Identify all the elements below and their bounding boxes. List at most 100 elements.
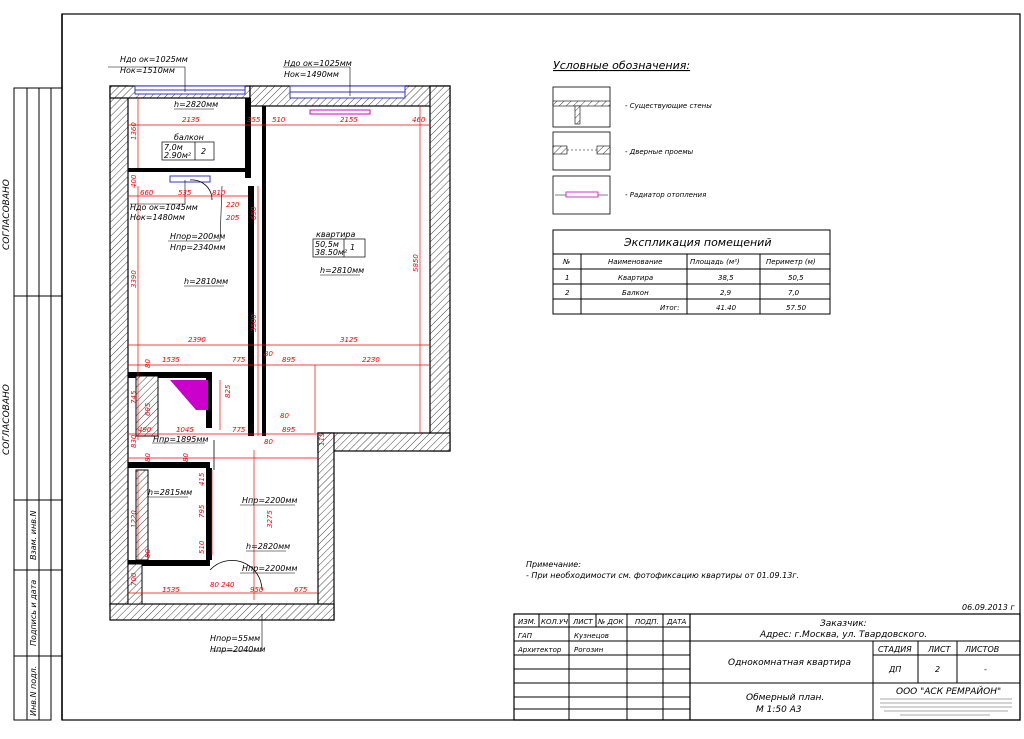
window1-sill: Нок=1510мм (120, 66, 175, 75)
stamp-gap-name: Кузнецов (574, 632, 609, 640)
side-stamp: СОГЛАСОВАНО СОГЛАСОВАНО Взам. инв.N Подп… (2, 87, 62, 721)
exp-r2-no: 2 (565, 289, 570, 297)
stamp-object: Однокомнатная квартира (728, 658, 851, 668)
dim-220: 220 (226, 201, 240, 209)
explication-table: Экспликация помещений № Наименование Пло… (552, 229, 831, 315)
side-inv-orig: Инв.N подл. (29, 666, 38, 716)
window3-sill: Нок=1480мм (130, 213, 185, 222)
door4-height: Hпр=2200мм (242, 564, 297, 573)
stamp-stage-header: СТАДИЯ (878, 645, 912, 654)
stamp-h-doc: № ДОК (597, 618, 624, 626)
side-agreed-2: СОГЛАСОВАНО (2, 384, 12, 455)
dim-950: 950 (250, 586, 264, 594)
dim-490: 490 (138, 426, 152, 434)
leaders (108, 66, 351, 652)
exp-r1-name: Квартира (618, 274, 653, 282)
dim-80-240: 80 240 (210, 581, 235, 589)
balcony-area: 2.90м² (164, 151, 192, 160)
dim-535: 535 (178, 189, 192, 197)
flat-perimeter: 50,5м (315, 240, 339, 249)
dim-1045: 1045 (176, 426, 194, 434)
exp-total-area: 41.40 (716, 304, 737, 312)
dim-80c: 80 (280, 412, 289, 420)
door2-height: Hпр=1895мм (153, 435, 208, 444)
exp-r2-area: 2,9 (720, 289, 732, 297)
stamp-sheets-header: ЛИСТОВ (964, 645, 999, 654)
dim-2135: 2135 (182, 116, 200, 124)
dim-80e: 80 (144, 453, 152, 462)
door-swings (189, 179, 263, 591)
legend-doors: - Дверные проемы (625, 148, 694, 156)
dim-80g: 80 (144, 549, 152, 558)
stamp-address: Адрес: г.Москва, ул. Твардовского. (759, 630, 927, 640)
dim-650: 650 (250, 206, 258, 220)
window1-height: Hдо ок=1025мм (120, 55, 188, 64)
dimension-values: 2135 355 510 2155 460 1360 400 660 535 8… (130, 116, 426, 594)
explication-title: Экспликация помещений (623, 236, 772, 249)
flat-number: 1 (350, 243, 355, 252)
exp-r2-perim: 7,0 (788, 289, 800, 297)
room-height-4: h=2815мм (148, 488, 192, 497)
room-height-2: h=2810мм (320, 266, 364, 275)
dim-80d: 80 (264, 438, 273, 446)
dim-3500: 3500 (250, 314, 258, 332)
stamp-h-podp: ПОДП. (635, 618, 659, 626)
dim-355: 355 (247, 116, 261, 124)
exp-h-perim: Периметр (м) (766, 258, 816, 266)
door5-threshold: Hпор=55мм (210, 634, 260, 643)
exp-r2-name: Балкон (622, 289, 649, 297)
exp-total-perim: 57.50 (786, 304, 807, 312)
balcony-perimeter: 7,0м (164, 143, 183, 152)
stamp-date: 06.09.2013 г (962, 603, 1015, 612)
dim-80b: 80 (264, 350, 273, 358)
stamp-title-2: М 1:50 А3 (756, 705, 802, 715)
dim-80a: 80 (144, 359, 152, 368)
dim-1535a: 1535 (162, 356, 180, 364)
dim-660: 660 (140, 189, 154, 197)
dim-795: 795 (198, 504, 206, 518)
flat-name: квартира (316, 230, 355, 239)
stamp-h-list: ЛИСТ (572, 618, 593, 626)
notes-line-1: - При необходимости см. фотофиксацию ква… (526, 571, 799, 580)
dim-700: 700 (130, 572, 138, 586)
dim-115: 115 (318, 432, 326, 446)
side-vzam: Взам. инв.N (29, 511, 38, 560)
title-block: 06.09.2013 г ИЗМ. КОЛ.УЧ ЛИСТ № ДОК ПОДП… (513, 603, 1021, 721)
window2-height: Hдо ок=1025мм (284, 59, 352, 68)
stamp-sheet: 2 (935, 665, 940, 674)
dim-3125: 3125 (340, 336, 358, 344)
dim-2390: 2390 (188, 336, 206, 344)
dim-810: 810 (212, 189, 226, 197)
opening-labels: Hдо ок=1025мм Нок=1510мм Hдо ок=1025мм Н… (120, 55, 352, 654)
window3-height: Hдо ок=1045мм (130, 203, 198, 212)
door1-threshold: Hпор=200мм (170, 232, 225, 241)
room-height-1: h=2820мм (174, 100, 218, 109)
stamp-arch-role: Архитектор (517, 646, 562, 654)
dim-460: 460 (412, 116, 426, 124)
dim-510: 510 (272, 116, 286, 124)
dim-1535b: 1535 (162, 586, 180, 594)
dim-695: 695 (144, 402, 152, 416)
stamp-fine-print (880, 698, 1012, 716)
door1-height: Hпр=2340мм (170, 243, 225, 252)
legend-radiator: - Радиатор отопления (625, 191, 706, 199)
dim-825: 825 (224, 384, 232, 398)
exp-h-name: Наименование (608, 258, 662, 266)
stamp-h-izm: ИЗМ. (518, 618, 536, 626)
exp-total-label: Итог: (660, 304, 680, 312)
stamp-customer: Заказчик: (820, 619, 867, 629)
exp-h-no: № (562, 258, 570, 266)
dim-510b: 510 (198, 540, 206, 554)
stamp-gap-role: ГАП (518, 632, 533, 640)
window2-sill: Нок=1490мм (284, 70, 339, 79)
exp-r1-no: 1 (565, 274, 569, 282)
legend-walls: - Существующие стены (625, 102, 712, 110)
dim-830: 830 (130, 434, 138, 448)
stamp-stage: ДП (888, 665, 901, 674)
stamp-sheets: - (984, 665, 987, 674)
dim-205: 205 (226, 214, 240, 222)
exp-r1-area: 38,5 (718, 274, 734, 282)
dim-400: 400 (130, 174, 138, 188)
